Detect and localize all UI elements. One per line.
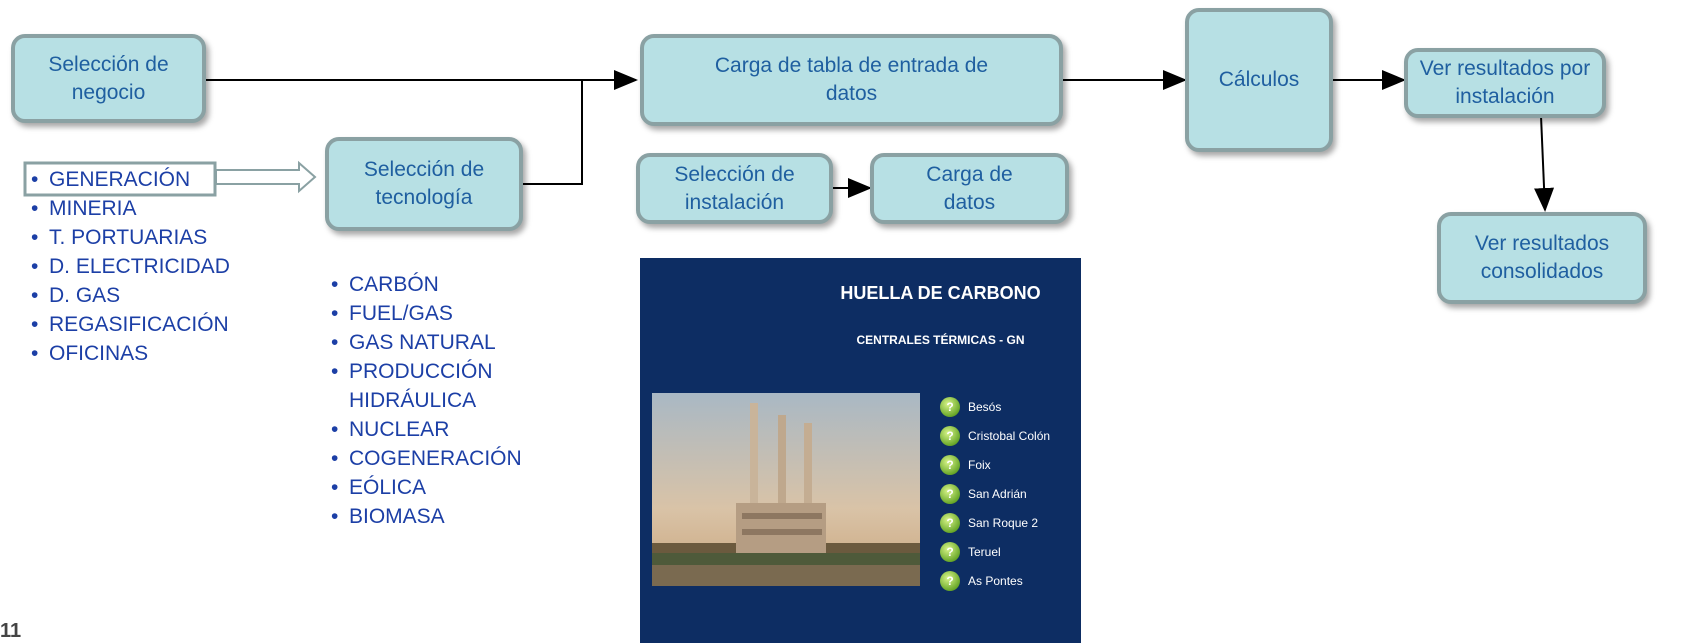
app-preview-panel: HUELLA DE CARBONO CENTRALES TÉRMICAS - G… [640, 258, 1081, 643]
plant-item[interactable]: ?Foix [940, 450, 1050, 479]
list-item[interactable]: FUEL/GAS [331, 299, 522, 328]
list-item[interactable]: CARBÓN [331, 270, 522, 299]
plant-list: ?Besós ?Cristobal Colón ?Foix ?San Adriá… [940, 392, 1050, 595]
bulb-icon: ? [940, 541, 960, 562]
list-item[interactable]: EÓLICA [331, 473, 522, 502]
bulb-icon: ? [940, 512, 960, 533]
list-item[interactable]: GAS NATURAL [331, 328, 522, 357]
box-calculos[interactable]: Cálculos [1185, 8, 1333, 152]
list-item[interactable]: BIOMASA [331, 502, 522, 531]
bulb-icon: ? [940, 570, 960, 591]
plant-item[interactable]: ?San Adrián [940, 479, 1050, 508]
list-item[interactable]: REGASIFICACIÓN [31, 310, 230, 339]
plant-item[interactable]: ?Teruel [940, 537, 1050, 566]
list-item[interactable]: COGENERACIÓN [331, 444, 522, 473]
list-item[interactable]: D. ELECTRICIDAD [31, 252, 230, 281]
bulb-icon: ? [940, 396, 960, 417]
list-item[interactable]: PRODUCCIÓN [331, 357, 522, 386]
list-item-continuation[interactable]: HIDRÁULICA [349, 389, 477, 412]
tecnologias-list: CARBÓN FUEL/GAS GAS NATURAL PRODUCCIÓN H… [331, 270, 522, 531]
bulb-icon: ? [940, 425, 960, 446]
bulb-icon: ? [940, 454, 960, 475]
power-plant-photo [652, 393, 920, 586]
plant-item[interactable]: ?As Pontes [940, 566, 1050, 595]
plant-item[interactable]: ?Cristobal Colón [940, 421, 1050, 450]
list-item[interactable]: T. PORTUARIAS [31, 223, 230, 252]
negocios-list: GENERACIÓN MINERIA T. PORTUARIAS D. ELEC… [31, 165, 230, 368]
preview-title: HUELLA DE CARBONO [840, 283, 1041, 303]
bulb-icon: ? [940, 483, 960, 504]
list-item[interactable]: NUCLEAR [331, 415, 522, 444]
arrow-resultados-to-consolidados [1534, 115, 1555, 212]
plant-item[interactable]: ?Besós [940, 392, 1050, 421]
list-item[interactable]: GENERACIÓN [31, 165, 230, 194]
page-number: 11 [0, 620, 22, 642]
list-item[interactable]: OFICINAS [31, 339, 230, 368]
list-item[interactable]: D. GAS [31, 281, 230, 310]
list-item[interactable]: MINERIA [31, 194, 230, 223]
plant-item[interactable]: ?San Roque 2 [940, 508, 1050, 537]
preview-subtitle: CENTRALES TÉRMICAS - GN [856, 333, 1025, 347]
connector-tecnologia-to-carga [521, 80, 583, 185]
